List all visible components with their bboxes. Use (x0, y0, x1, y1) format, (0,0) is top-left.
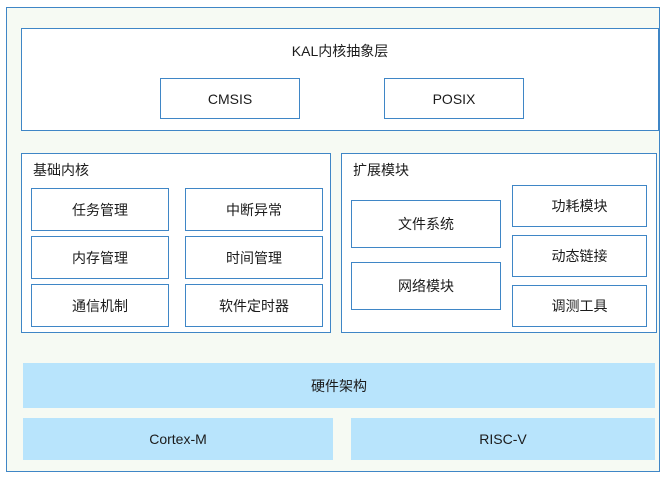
base-kernel-box-communication-mechanism: 通信机制 (31, 284, 169, 327)
extension-box-debug-tools: 调测工具 (512, 285, 647, 327)
extension-box-dynamic-linking: 动态链接 (512, 235, 647, 277)
base-kernel-box-time-management: 时间管理 (185, 236, 323, 279)
base-kernel-box-memory-management: 内存管理 (31, 236, 169, 279)
extension-box-power-module: 功耗模块 (512, 185, 647, 227)
kal-box-posix: POSIX (384, 78, 524, 119)
base-kernel-box-software-timer: 软件定时器 (185, 284, 323, 327)
base-kernel-caption: 基础内核 (33, 162, 89, 178)
diagram-outer-frame: KAL内核抽象层 CMSIS POSIX 基础内核 任务管理 中断异常 内存管理… (6, 7, 660, 472)
extension-box-network-module: 网络模块 (351, 262, 501, 310)
hardware-box-cortex-m: Cortex-M (23, 418, 333, 460)
hardware-architecture-bar: 硬件架构 (23, 363, 655, 408)
base-kernel-box-task-management: 任务管理 (31, 188, 169, 231)
extension-box-file-system: 文件系统 (351, 200, 501, 248)
extension-module-caption: 扩展模块 (353, 162, 409, 178)
kal-box-cmsis: CMSIS (160, 78, 300, 119)
kal-layer-panel (21, 28, 659, 131)
hardware-box-risc-v: RISC-V (351, 418, 655, 460)
base-kernel-box-interrupt-exception: 中断异常 (185, 188, 323, 231)
kal-layer-title: KAL内核抽象层 (291, 43, 389, 59)
